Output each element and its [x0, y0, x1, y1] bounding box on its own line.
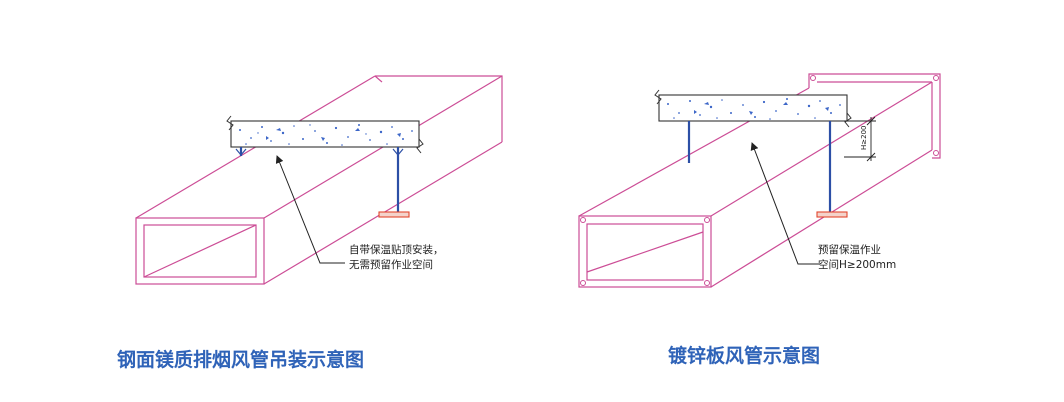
left-callout [275, 155, 345, 264]
left-callout-text: 自带保温贴顶安装， 无需预留作业空间 [349, 243, 444, 273]
right-diagram: H≥200 [578, 73, 941, 288]
dimension-label: H≥200 [860, 126, 868, 151]
left-bracket [378, 211, 410, 218]
left-callout-line-1: 自带保温贴顶安装， [349, 244, 444, 256]
left-duct [135, 75, 503, 285]
right-diagram-title: 镀锌板风管示意图 [668, 345, 821, 367]
right-duct [578, 73, 941, 288]
right-ceiling-slab [654, 89, 852, 128]
right-callout-line-2: 空间H≥200mm [818, 259, 897, 271]
left-ceiling-slab [226, 115, 424, 154]
right-flange-bolts [580, 75, 939, 286]
right-callout [750, 142, 820, 265]
left-diagram-title: 钢面镁质排烟风管吊装示意图 [117, 349, 365, 371]
right-callout-text: 预留保温作业 空间H≥200mm [818, 243, 896, 273]
left-hangers [235, 147, 410, 218]
left-callout-line-2: 无需预留作业空间 [349, 259, 433, 271]
right-dimension [844, 116, 876, 162]
right-slab-texture [667, 98, 841, 120]
left-slab-texture [239, 124, 413, 146]
right-bracket [816, 211, 848, 218]
right-callout-line-1: 预留保温作业 [818, 244, 881, 256]
left-diagram [135, 75, 503, 285]
right-hangers [687, 121, 848, 218]
